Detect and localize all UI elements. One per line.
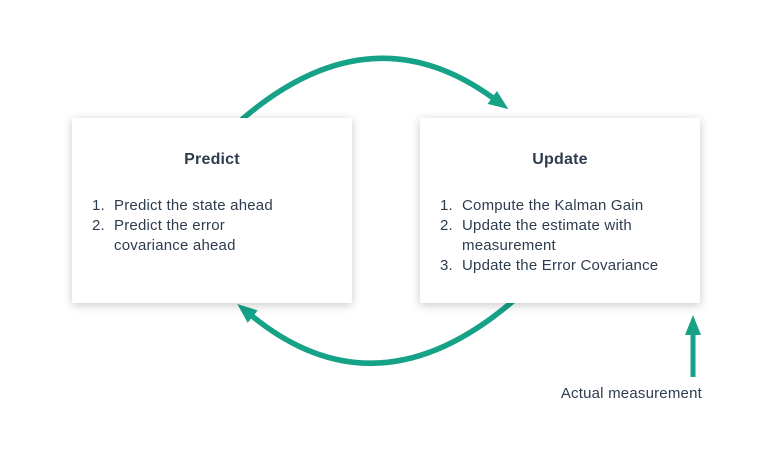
list-item-text: Predict the state ahead — [114, 197, 273, 214]
list-item: 1. Compute the Kalman Gain — [440, 196, 686, 216]
predict-box-list: 1. Predict the state ahead 2. Predict th… — [72, 196, 352, 256]
list-item: 2. Update the estimate with measurement — [440, 216, 686, 256]
predict-box-title: Predict — [184, 151, 240, 168]
list-item: 1. Predict the state ahead — [92, 196, 338, 216]
list-item-text: Update the estimate with measurement — [462, 217, 632, 254]
list-item: 2. Predict the error covariance ahead — [92, 216, 338, 256]
update-box: Update 1. Compute the Kalman Gain 2. Upd… — [420, 118, 700, 303]
list-item: 3. Update the Error Covariance — [440, 256, 686, 276]
list-item-number: 2. — [92, 217, 105, 234]
update-box-list: 1. Compute the Kalman Gain 2. Update the… — [420, 196, 700, 276]
actual-measurement-label: Actual measurement — [560, 385, 702, 402]
predict-to-update-arrow-icon — [228, 55, 509, 133]
list-item-text: Compute the Kalman Gain — [462, 197, 644, 214]
predict-box: Predict 1. Predict the state ahead 2. Pr… — [72, 118, 352, 303]
list-item-number: 1. — [440, 197, 453, 214]
list-item-number: 3. — [440, 257, 453, 274]
list-item-number: 1. — [92, 197, 105, 214]
update-box-title: Update — [532, 151, 588, 168]
list-item-number: 2. — [440, 217, 453, 234]
list-item-text: Update the Error Covariance — [462, 257, 659, 274]
update-to-predict-arrow-icon — [237, 292, 522, 366]
list-item-text: Predict the error covariance ahead — [114, 217, 236, 254]
